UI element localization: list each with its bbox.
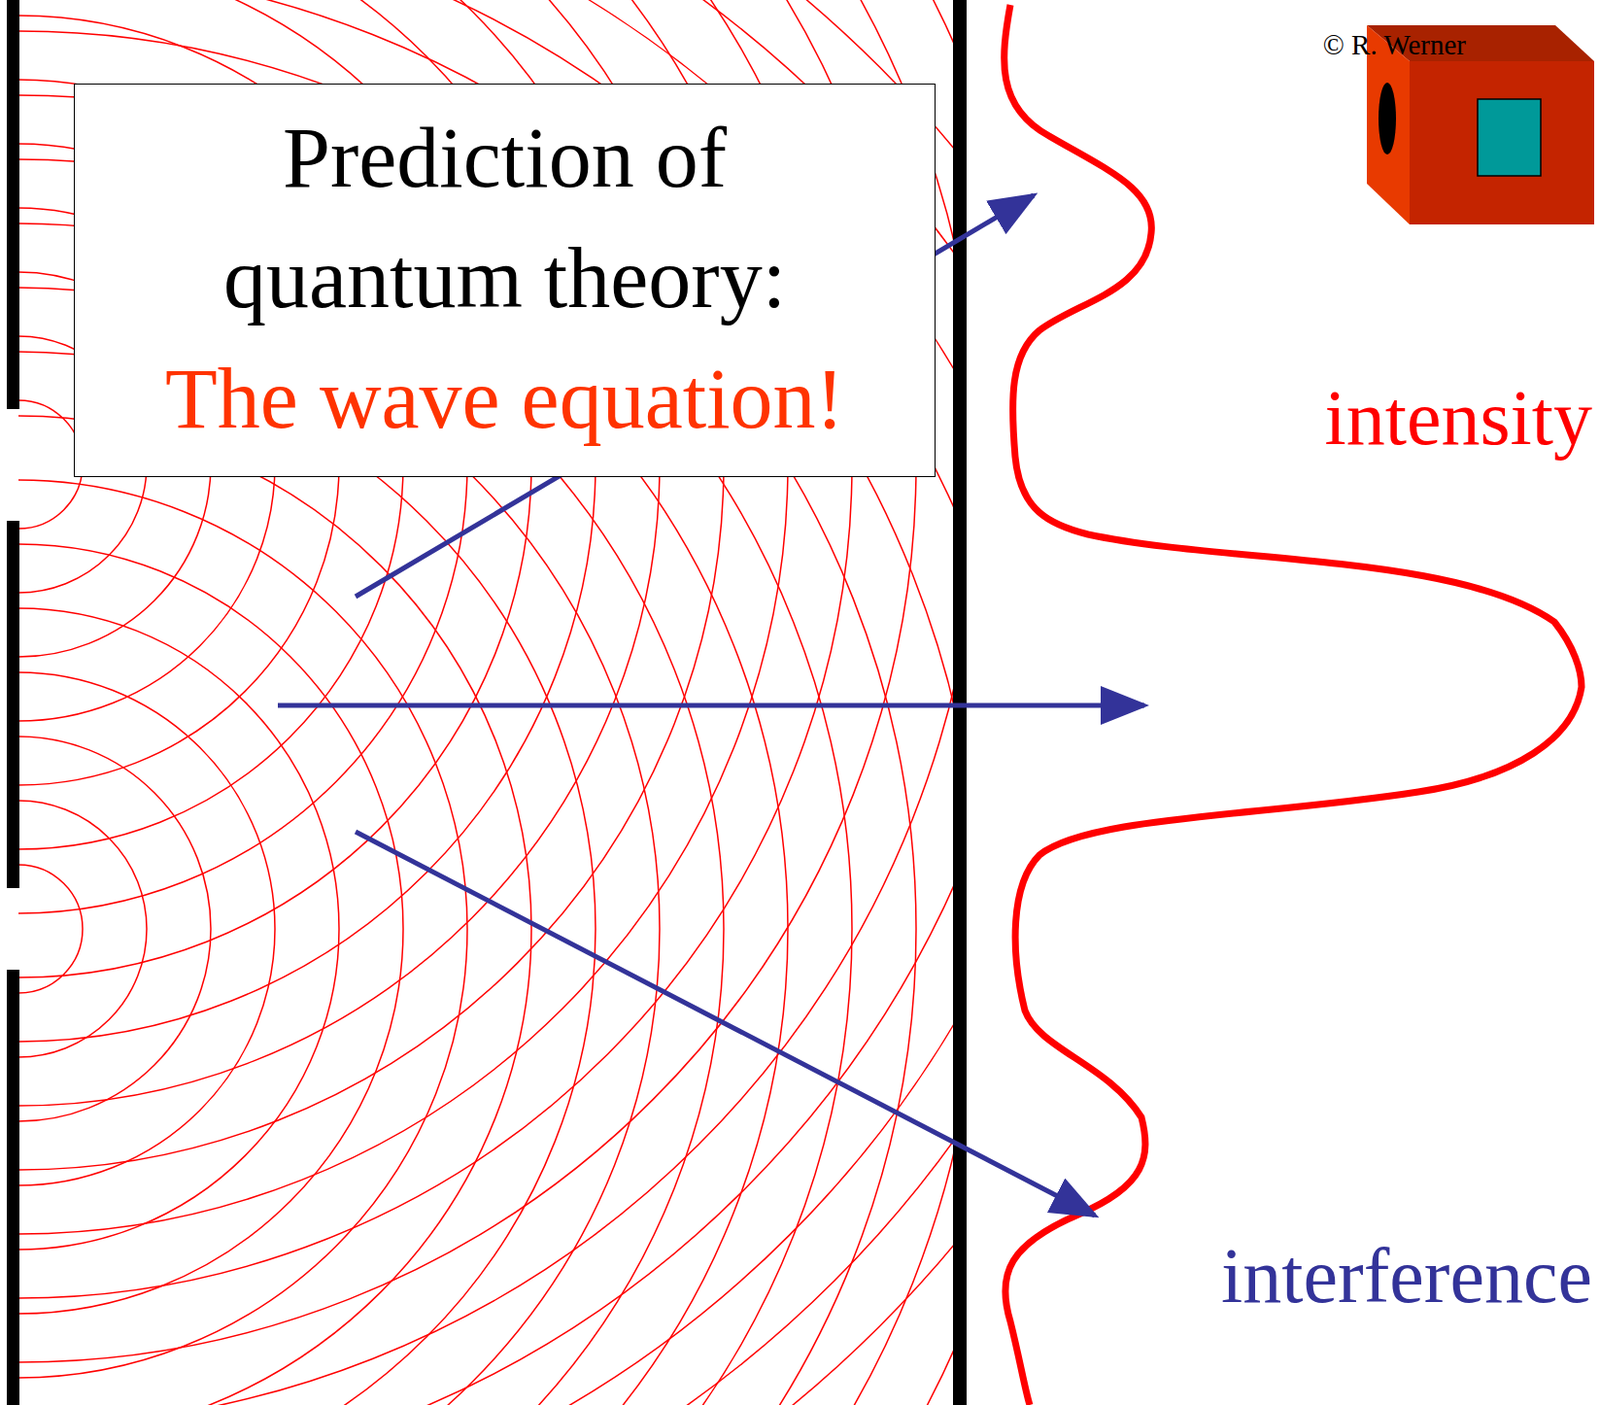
wave-front: [18, 0, 957, 1405]
wave-front: [18, 864, 83, 993]
wave-front: [18, 0, 957, 1405]
wave-front: [18, 351, 596, 1405]
copyright-note: © R. Werner: [1323, 29, 1466, 62]
slit-wall: [6, 520, 20, 888]
wave-front: [18, 0, 957, 1405]
slit-wall: [6, 0, 20, 409]
slit-wall: [6, 969, 20, 1405]
ray-arrow: [277, 703, 1145, 709]
wave-front: [18, 0, 957, 1405]
interference-label: interference: [1221, 1231, 1593, 1321]
wave-front: [18, 0, 957, 1405]
wave-front: [18, 0, 957, 1405]
wave-front: [18, 415, 532, 1405]
callout-box: Prediction of quantum theory:The wave eq…: [73, 83, 936, 477]
wave-front: [18, 0, 957, 1405]
intensity-label: intensity: [1324, 374, 1593, 463]
camera-window: [1477, 99, 1541, 176]
camera-front: [1409, 61, 1595, 225]
wave-front: [18, 544, 404, 1314]
box-emphasis: The wave equation!: [86, 339, 923, 460]
wave-front: [18, 0, 957, 1405]
detector-screen: [953, 0, 967, 1405]
wave-front: [18, 736, 211, 1122]
wave-front: [18, 672, 275, 1186]
wave-front: [18, 800, 147, 1057]
wave-fronts: [18, 0, 957, 1405]
box-heading: Prediction of quantum theory:: [86, 98, 923, 340]
wave-front: [18, 479, 468, 1378]
ray-arrow: [355, 831, 1095, 1216]
wave-front: [18, 0, 957, 1405]
wave-front: [18, 0, 957, 1405]
camera-aperture: [1378, 82, 1396, 155]
